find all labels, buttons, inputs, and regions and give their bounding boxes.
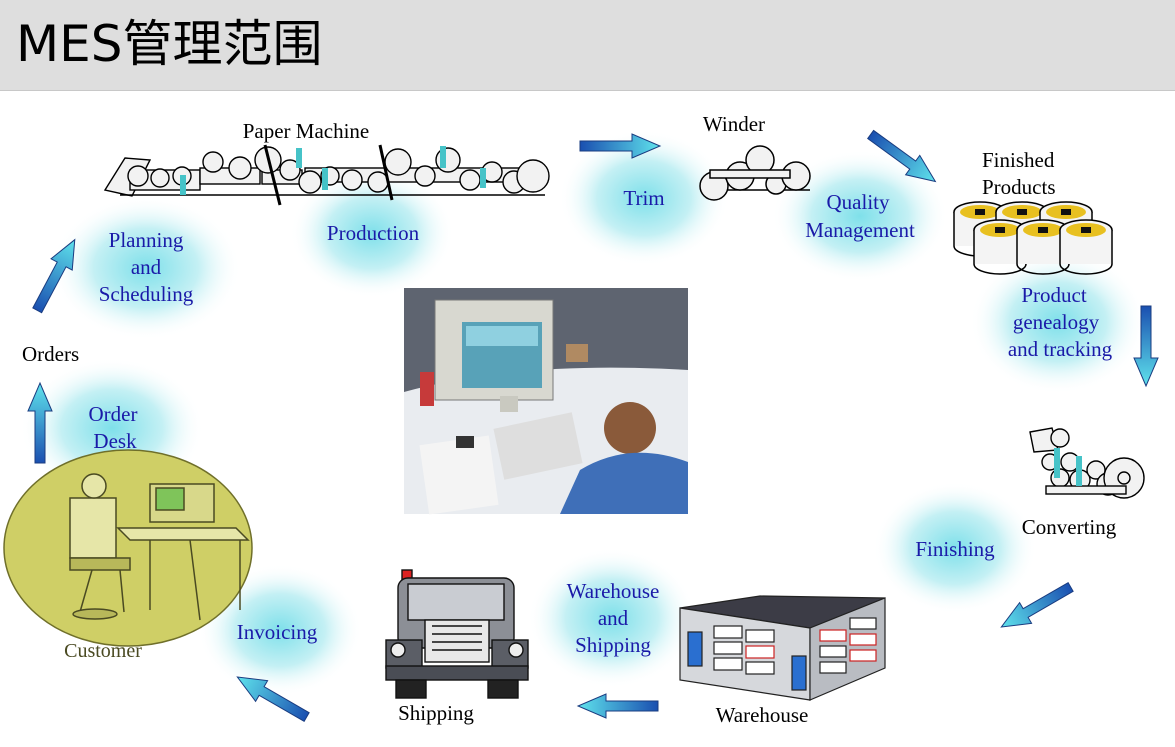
stage-invoicing: Invoicing [237,620,318,644]
stage-quality-line2: Management [805,218,915,242]
winder-illustration [699,145,811,201]
central-office-photo [404,288,688,515]
stage-genealogy-line1: Product [1021,283,1086,307]
stage-genealogy-line3: and tracking [1008,337,1113,361]
stage-finishing: Finishing [915,537,995,561]
label-shipping: Shipping [398,701,474,725]
finished-products-illustration [953,201,1113,275]
stage-quality-line1: Quality [827,190,890,214]
stage-planning-line1: Planning [109,228,184,252]
stage-genealogy-line2: genealogy [1013,310,1100,334]
truck-illustration [385,569,529,699]
label-paper-machine: Paper Machine [243,119,370,143]
stage-labels: Planning and Scheduling Production Trim … [89,186,1113,657]
stage-warehouse-shipping-line2: and [598,606,629,630]
warehouse-illustration [679,595,886,701]
stage-order-desk-line1: Order [89,402,138,426]
label-orders: Orders [22,342,79,366]
bubble-layer [20,130,1146,696]
label-finished-products-line1: Finished [982,148,1055,172]
stage-order-desk-line2: Desk [93,429,137,453]
title-bar: MES管理范围 [0,0,1175,91]
label-converting: Converting [1022,515,1117,539]
label-winder: Winder [703,112,765,136]
stage-planning-line3: Scheduling [99,282,194,306]
stage-production: Production [327,221,420,245]
converting-illustration [1029,427,1145,499]
customer-illustration [3,449,253,647]
stage-planning-line2: and [131,255,162,279]
paper-machine-illustration [103,144,550,206]
label-warehouse: Warehouse [716,703,809,727]
label-finished-products-line2: Products [982,175,1056,199]
slide-title: MES管理范围 [16,15,323,73]
label-customer: Customer [64,640,142,662]
stage-trim: Trim [623,186,664,210]
stage-warehouse-shipping-line1: Warehouse [567,579,660,603]
object-labels: Paper Machine Winder Finished Products C… [22,112,1117,727]
stage-warehouse-shipping-line3: Shipping [575,633,651,657]
